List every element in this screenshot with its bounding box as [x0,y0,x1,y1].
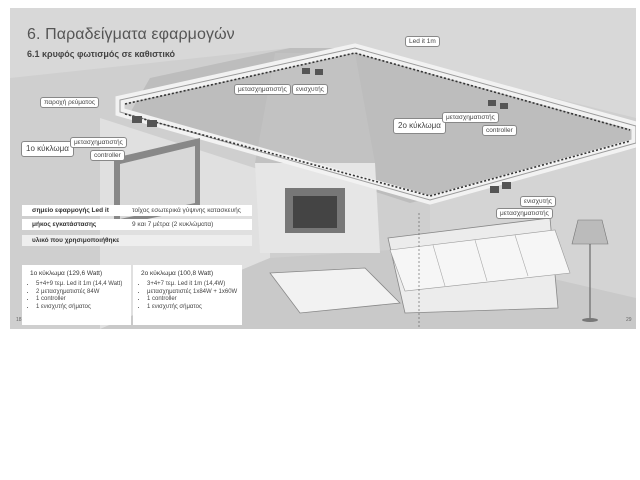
transformer-label-1: μετασχηματιστής [70,137,127,148]
controller-label-2: controller [482,125,517,136]
circuit2-title: 2ο κύκλωμα (100,8 Watt) [141,270,214,277]
table-row: σημείο εφαρμογής Led it τοίχος εσωτερικά… [22,205,252,216]
materials-header: υλικό που χρησιμοποιήθηκε [22,235,252,246]
supply-label: παροχή ρεύματος [40,97,99,108]
enhancer-label-top: ενισχυτής [292,84,328,95]
transformer-device [132,116,142,123]
transformer-label-top: μετασχηματιστής [234,84,291,95]
list-item: 1 ενισχυτής σήματος [36,304,131,312]
led-label: Led it 1m [405,36,440,47]
page-number-left: 18 [16,317,22,323]
page-title: 6. Παραδείγματα εφαρμογών [27,26,235,43]
list-item: 2 μετασχηματιστές 84W [36,289,131,297]
led-strip-back [124,52,631,131]
controller-device [147,120,157,127]
circuit1-label: 1ο κύκλωμα [21,141,74,157]
circuit1-box: 1ο κύκλωμα (129,6 Watt) 5+4+9 τεμ. Led i… [22,265,131,325]
list-item: 1 controller [147,296,242,304]
transformer-label-2: μετασχηματιστής [442,112,499,123]
floor-lamp [571,219,609,245]
list-item: 1 controller [36,296,131,304]
table-row: μήκος εγκατάστασης 9 και 7 μέτρα (2 κυκλ… [22,219,252,230]
list-item: μετασχηματιστές 1x84W + 1x60W [147,289,242,297]
circuit1-title: 1ο κύκλωμα (129,6 Watt) [30,270,103,277]
list-item: 5+4+9 τεμ. Led it 1m (14,4 Watt) [36,281,131,289]
controller-label-1: controller [90,150,125,161]
specs-table: σημείο εφαρμογής Led it τοίχος εσωτερικά… [22,205,252,249]
circuit2-box: 2ο κύκλωμα (100,8 Watt) 3+4+7 τεμ. Led i… [133,265,242,325]
list-item: 3+4+7 τεμ. Led it 1m (14,4W) [147,281,242,289]
circuit2-label: 2ο κύκλωμα [393,118,446,134]
list-item: 1 ενισχυτής σήματος [147,304,242,312]
brochure-page: 6. Παραδείγματα εφαρμογών 6.1 κρυφός φωτ… [10,8,636,329]
page-number-right: 29 [626,317,632,323]
enhancer-label-2: ενισχυτής [520,196,556,207]
led-strip-front [124,113,631,197]
chimney-hood [255,53,375,163]
coffee-table [269,267,401,314]
transformer-label-3: μετασχηματιστής [496,208,553,219]
page-subtitle: 6.1 κρυφός φωτισμός σε καθιστικό [27,49,176,59]
